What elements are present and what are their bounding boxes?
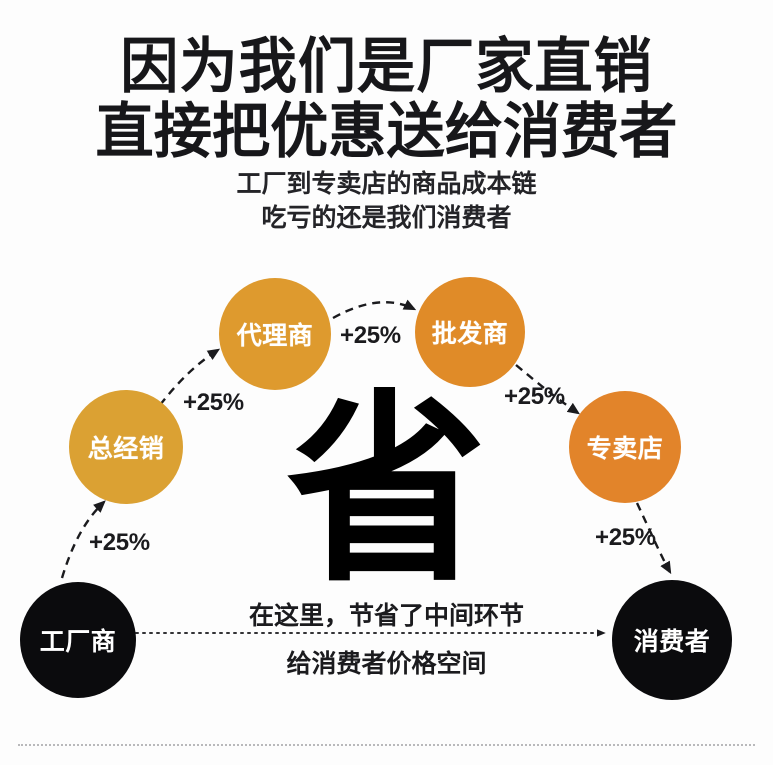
headline-line-1: 因为我们是厂家直销	[120, 33, 653, 100]
node-distributor-label: 总经销	[87, 435, 165, 463]
node-wholesaler[interactable]: 批发商	[415, 277, 525, 387]
edge-label-store-to-consumer: +25%	[595, 524, 656, 551]
caption-line-1: 在这里，节省了中间环节	[248, 602, 524, 630]
node-store[interactable]: 专卖店	[569, 391, 681, 503]
bottom-dotted-rule	[18, 744, 755, 746]
node-factory[interactable]: 工厂商	[20, 582, 136, 698]
node-agent[interactable]: 代理商	[219, 278, 331, 390]
node-factory-label: 工厂商	[39, 628, 117, 656]
edge-label-wholesaler-to-store: +25%	[504, 383, 565, 410]
caption-line-2: 给消费者价格空间	[286, 650, 487, 678]
node-store-label: 专卖店	[586, 435, 664, 463]
subheadline-line-2: 吃亏的还是我们消费者	[261, 203, 512, 232]
node-wholesaler-label: 批发商	[431, 320, 509, 348]
edge-label-agent-to-wholesaler: +25%	[340, 322, 401, 349]
edge-agent-to-wholesaler	[332, 299, 417, 320]
edge-label-distributor-to-agent: +25%	[183, 389, 244, 416]
center-glyph-save: 省	[286, 372, 487, 611]
node-consumer-label: 消费者	[633, 628, 711, 656]
subheadline-line-1: 工厂到专卖店的商品成本链	[236, 170, 537, 198]
node-consumer[interactable]: 消费者	[612, 580, 732, 700]
node-agent-label: 代理商	[236, 322, 314, 350]
headline-line-2: 直接把优惠送给消费者	[95, 98, 678, 166]
headline-block: 因为我们是厂家直销 直接把优惠送给消费者	[0, 33, 773, 166]
edge-label-factory-to-distributor: +25%	[89, 529, 150, 556]
node-distributor[interactable]: 总经销	[69, 390, 183, 504]
subheadline-block: 工厂到专卖店的商品成本链 吃亏的还是我们消费者	[0, 168, 773, 236]
